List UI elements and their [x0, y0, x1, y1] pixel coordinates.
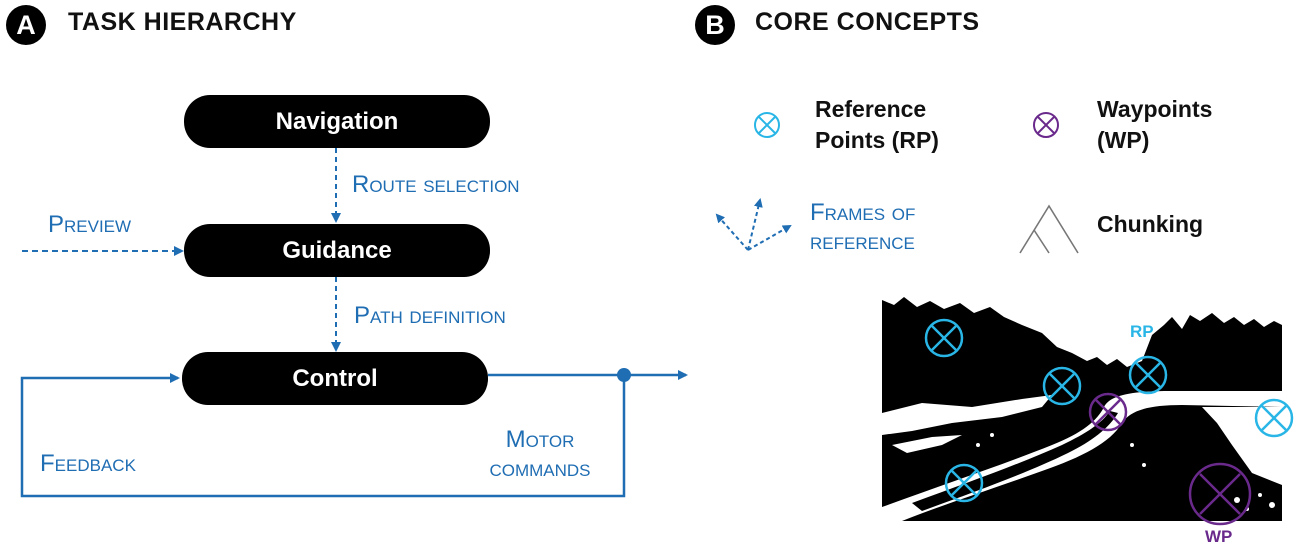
waypoints-label: Waypoints (WP): [1097, 94, 1212, 156]
navigation-node: Navigation: [184, 95, 490, 148]
photo-reference-point-icon: [924, 318, 1294, 503]
rp-line2: Points (RP): [815, 127, 939, 153]
motor-commands-label: Motor commands: [470, 425, 610, 483]
rp-line1: Reference: [815, 96, 927, 122]
guidance-node: Guidance: [184, 224, 490, 277]
frames-of-reference-icon: [715, 198, 792, 251]
photo-waypoint-icon: [1088, 392, 1252, 526]
road-scene-image: [882, 295, 1294, 526]
frames-line2: reference: [810, 228, 915, 255]
frames-line1: Frames of: [810, 199, 916, 226]
panel-b-badge: B: [695, 5, 735, 45]
motor-line2: commands: [489, 455, 591, 482]
photo-rp-label: RP: [1130, 322, 1154, 341]
photo-wp-label: WP: [1205, 527, 1233, 546]
route-selection-label: Route selection: [352, 171, 520, 198]
waypoint-icon: [1033, 112, 1059, 138]
chunking-icon: [1019, 204, 1079, 254]
wp-line1: Waypoints: [1097, 96, 1213, 122]
feedback-label: Feedback: [40, 450, 136, 477]
control-node: Control: [182, 352, 488, 405]
preview-label: Preview: [48, 211, 132, 238]
frames-of-reference-label: Frames of reference: [810, 198, 915, 256]
wp-line2: (WP): [1097, 127, 1150, 153]
reference-points-label: Reference Points (RP): [815, 94, 939, 156]
path-definition-label: Path definition: [354, 302, 506, 329]
reference-point-icon: [754, 112, 780, 138]
panel-b-title: CORE CONCEPTS: [755, 8, 980, 36]
branch-dot: [617, 368, 631, 382]
panel-a-title: TASK HIERARCHY: [68, 8, 297, 36]
feedback-loop: [20, 373, 626, 498]
motor-line1: Motor: [505, 426, 575, 453]
panel-a-badge: A: [6, 5, 46, 45]
chunking-label: Chunking: [1097, 211, 1204, 237]
